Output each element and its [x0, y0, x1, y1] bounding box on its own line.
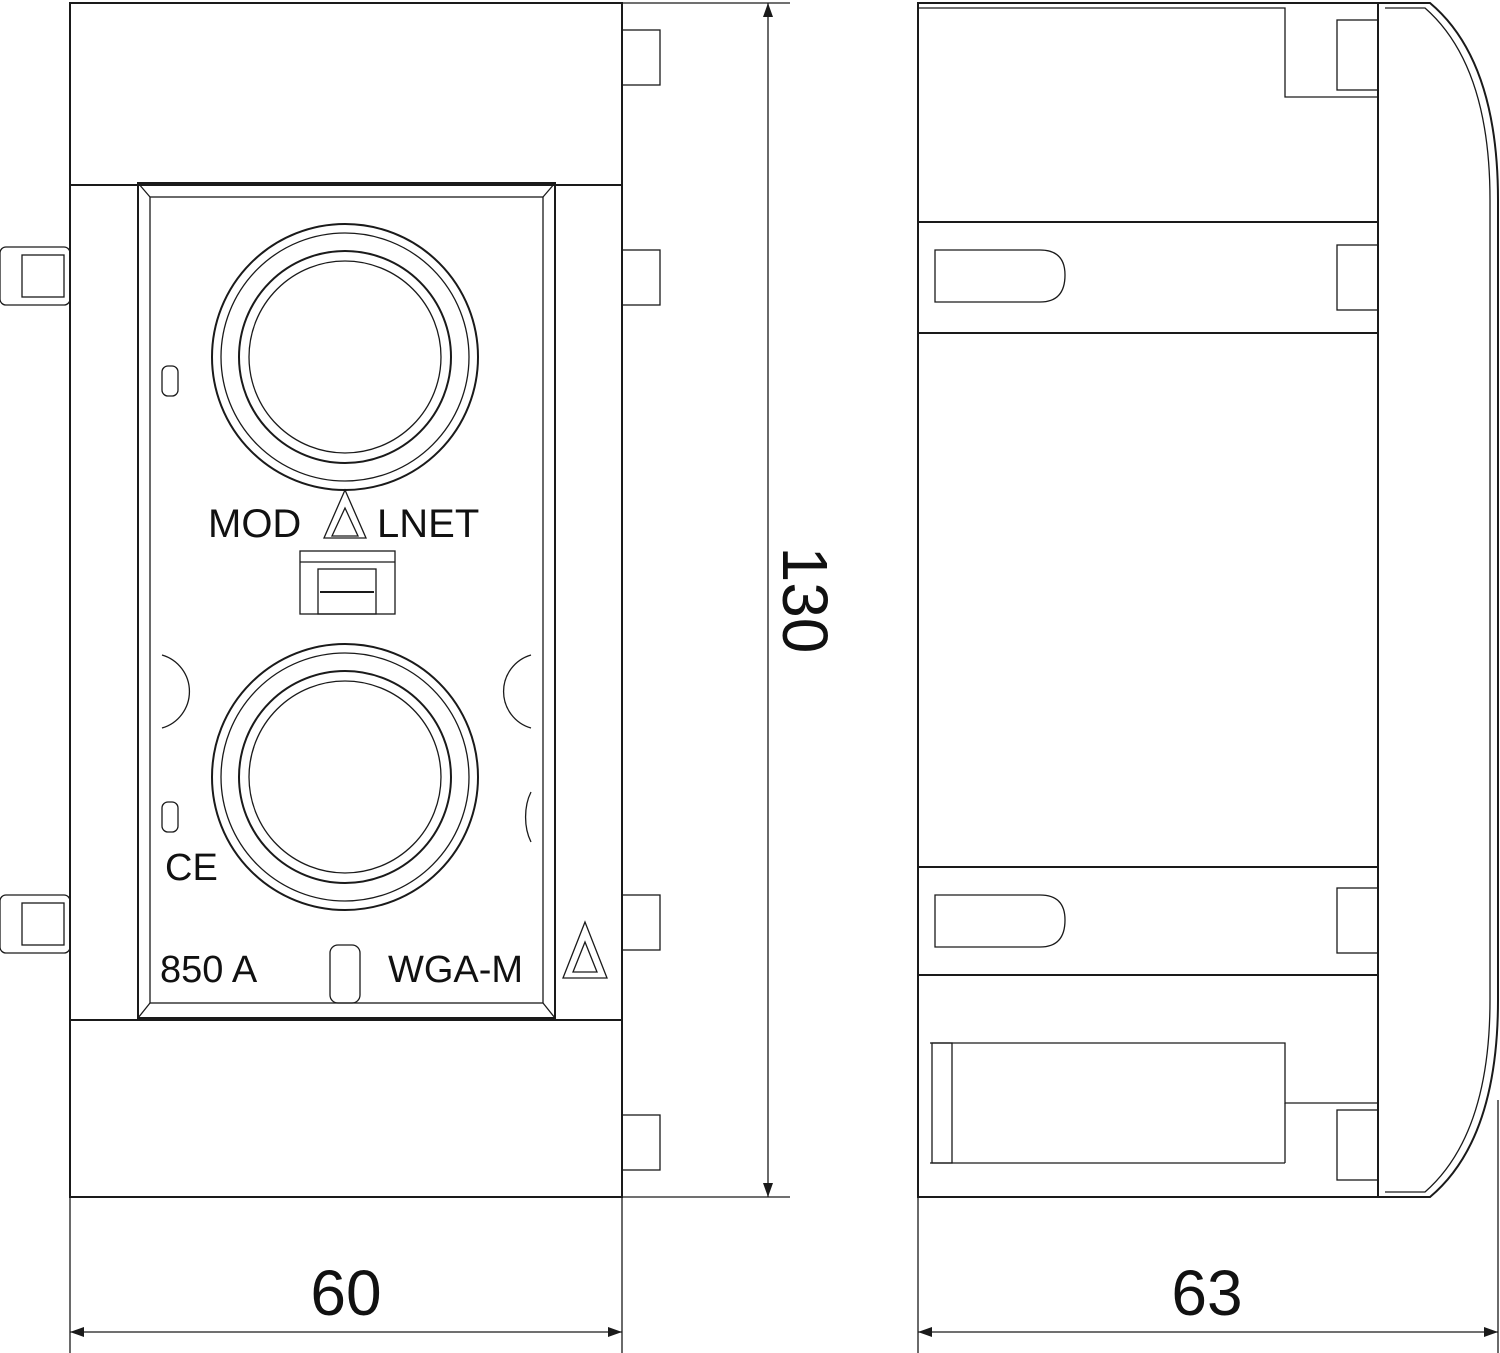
- right-tabs: [621, 29, 661, 1171]
- rating-text: 850 A: [160, 949, 258, 991]
- dimension-width: 60: [69, 1197, 623, 1353]
- left-clips: [0, 246, 71, 954]
- cable-entry-bottom: [211, 643, 479, 911]
- dimension-height-label: 130: [769, 547, 841, 654]
- front-plate: [137, 182, 556, 1019]
- brand-text-left: MOD: [208, 502, 301, 546]
- dimension-depth: 63: [917, 1100, 1499, 1353]
- dimension-width-label: 60: [310, 1257, 381, 1329]
- front-housing-outline: [69, 2, 623, 1198]
- side-clip-bottom: [934, 894, 1066, 948]
- model-text: WGA-M: [388, 949, 523, 991]
- brand-text-right: LNET: [377, 502, 479, 546]
- dimension-depth-label: 63: [1171, 1257, 1242, 1329]
- cable-entry-top: [211, 223, 479, 491]
- side-cover: [1378, 2, 1499, 1198]
- ce-mark: CE: [165, 847, 218, 889]
- logo-triangle-icon: [562, 920, 608, 979]
- brand-logo-icon: [323, 488, 367, 539]
- side-knockout-left: [161, 654, 191, 729]
- side-view: [917, 2, 1499, 1198]
- front-view: MOD LNET CE 850 A WGA-M: [0, 2, 661, 1198]
- latch: [299, 550, 396, 615]
- side-knockout-right: [502, 654, 532, 729]
- side-clip-top: [934, 249, 1066, 303]
- side-housing-outline: [917, 2, 1379, 1198]
- dimension-height: 130: [622, 2, 841, 1198]
